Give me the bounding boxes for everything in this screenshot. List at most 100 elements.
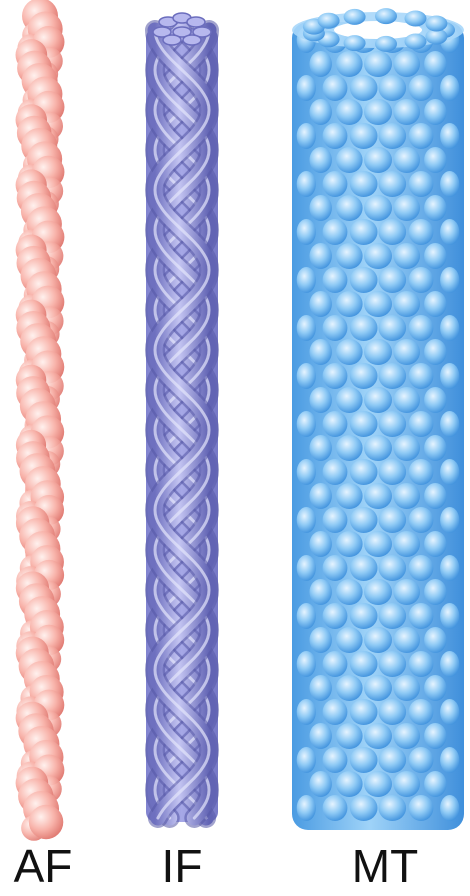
microtubule-subunit [310, 627, 332, 653]
microtubule-subunit [323, 219, 348, 245]
microtubule-subunit [379, 123, 407, 149]
microtubule-subunit [364, 771, 392, 797]
microtubule-subunit [440, 651, 459, 677]
microtubule-subunit [424, 99, 446, 125]
microtubule-subunit [393, 675, 420, 701]
microtubule-subunit [336, 51, 363, 77]
microtubule-subunit [440, 219, 459, 245]
actin-subunit [29, 805, 63, 839]
microtubule-subunit [379, 315, 407, 341]
intermediate-filament-strand-end [183, 35, 201, 45]
microtubule-protofilament-end [405, 34, 427, 50]
microtubule-subunit [310, 99, 332, 125]
microtubule-protofilament-end [344, 9, 366, 25]
microtubule-subunit [364, 435, 392, 461]
microtubule-subunit [310, 291, 332, 317]
microtubule-subunit [409, 747, 434, 773]
microtubule-subunit [440, 75, 459, 101]
microtubule-subunit [350, 507, 378, 533]
microtubule-protofilament-end [375, 8, 397, 24]
microtubule-subunit [336, 627, 363, 653]
microtubule-subunit [336, 771, 363, 797]
microtubule-subunit [310, 771, 332, 797]
microtubule-subunit [323, 651, 348, 677]
microtubule-subunit [323, 75, 348, 101]
microtubule-subunit [350, 795, 378, 821]
microtubule-subunit [297, 603, 316, 629]
microtubule-subunit [393, 99, 420, 125]
microtubule-subunit [336, 291, 363, 317]
microtubule-subunit [379, 603, 407, 629]
microtubule-subunit [379, 507, 407, 533]
microtubule-subunit [323, 411, 348, 437]
microtubule-subunit [379, 363, 407, 389]
microtubule-subunit [424, 483, 446, 509]
microtubule-subunit [393, 243, 420, 269]
microtubule-subunit [440, 507, 459, 533]
microtubule-subunit [310, 435, 332, 461]
label-actin-filament: AF [0, 838, 86, 894]
intermediate-filament [146, 13, 218, 822]
microtubule-subunit [323, 459, 348, 485]
microtubule-subunit [440, 555, 459, 581]
microtubule-subunit [323, 171, 348, 197]
microtubule-subunit [424, 579, 446, 605]
microtubule-subunit [310, 387, 332, 413]
microtubule-subunit [440, 267, 459, 293]
microtubule-subunit [350, 699, 378, 725]
microtubule-subunit [336, 579, 363, 605]
microtubule-subunit [310, 51, 332, 77]
microtubule-subunit [310, 579, 332, 605]
microtubule-subunit [364, 51, 392, 77]
microtubule-subunit [409, 123, 434, 149]
microtubule-subunit [297, 699, 316, 725]
microtubule-subunit [393, 723, 420, 749]
microtubule-subunit [393, 771, 420, 797]
microtubule-subunit [364, 339, 392, 365]
microtubule-subunit [424, 195, 446, 221]
microtubule-subunit [336, 99, 363, 125]
microtubule-subunit [424, 291, 446, 317]
microtubule-subunit [350, 123, 378, 149]
microtubule-subunit [409, 219, 434, 245]
microtubule-subunit [310, 531, 332, 557]
microtubule-subunit [323, 315, 348, 341]
intermediate-filament-strands [155, 30, 209, 818]
microtubule-subunit [393, 387, 420, 413]
microtubule-subunit [364, 723, 392, 749]
microtubule-subunit [297, 795, 316, 821]
microtubule-subunit [409, 411, 434, 437]
microtubule-subunit [336, 435, 363, 461]
microtubule-subunit [310, 483, 332, 509]
microtubule-subunit [323, 123, 348, 149]
microtubule-subunit [350, 315, 378, 341]
microtubule-subunit [323, 699, 348, 725]
label-intermediate-filament: IF [132, 838, 232, 894]
microtubule-subunit [297, 75, 316, 101]
microtubule-subunit [393, 483, 420, 509]
microtubule-subunit [350, 747, 378, 773]
microtubule-subunit [336, 483, 363, 509]
microtubule-subunit [297, 315, 316, 341]
intermediate-filament-strand-end [163, 35, 181, 45]
microtubule-subunit [336, 339, 363, 365]
microtubule-subunit [393, 531, 420, 557]
microtubule-subunit [350, 219, 378, 245]
microtubule-subunit [297, 747, 316, 773]
microtubule-subunit [424, 435, 446, 461]
microtubule [292, 8, 464, 830]
microtubule-subunit [409, 315, 434, 341]
microtubule-subunit [297, 411, 316, 437]
microtubule-subunit [409, 171, 434, 197]
microtubule-subunit [409, 603, 434, 629]
microtubule-subunit [364, 675, 392, 701]
microtubule-subunit [440, 459, 459, 485]
microtubule-subunit [409, 699, 434, 725]
microtubule-subunit [424, 339, 446, 365]
microtubule-subunit [424, 387, 446, 413]
microtubule-subunit [350, 75, 378, 101]
microtubule-subunit [393, 51, 420, 77]
microtubule-subunit [336, 723, 363, 749]
microtubule-subunit [440, 795, 459, 821]
